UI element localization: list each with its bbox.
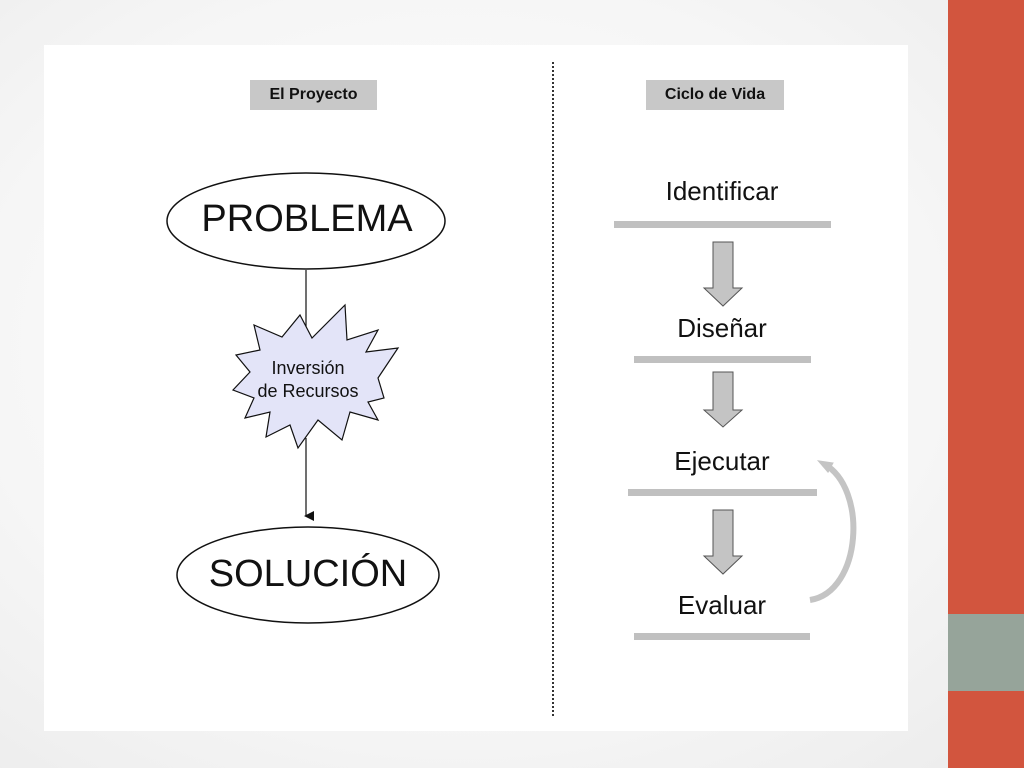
step-bar-2 (634, 356, 811, 363)
step-bar-3 (628, 489, 817, 496)
solucion-label: SOLUCIÓN (208, 553, 408, 595)
down-arrow-1 (702, 241, 744, 307)
feedback-curved-arrow (809, 460, 857, 603)
step-bar-4 (634, 633, 810, 640)
step-disenar: Diseñar (677, 313, 767, 343)
el-proyecto-header: El Proyecto (250, 80, 377, 110)
inversion-label-line-2: de Recursos (257, 381, 359, 401)
step-ejecutar: Ejecutar (674, 446, 770, 476)
right-band-accent-block (948, 614, 1024, 691)
problema-label: PROBLEMA (201, 198, 413, 240)
problema-oval (166, 172, 446, 270)
solucion-oval (176, 526, 440, 624)
ciclo-de-vida-header: Ciclo de Vida (646, 80, 784, 110)
step-evaluar: Evaluar (677, 590, 767, 620)
down-arrow-3 (702, 509, 744, 575)
step-identificar: Identificar (665, 176, 779, 206)
inversion-recursos-label: Inversión de Recursos (240, 357, 376, 403)
slide-panel (44, 45, 908, 731)
dotted-divider (552, 62, 554, 716)
inversion-label-line-1: Inversión (271, 358, 345, 378)
inversion-burst-shape (231, 303, 400, 450)
down-arrow-2 (702, 371, 744, 428)
step-bar-1 (614, 221, 831, 228)
